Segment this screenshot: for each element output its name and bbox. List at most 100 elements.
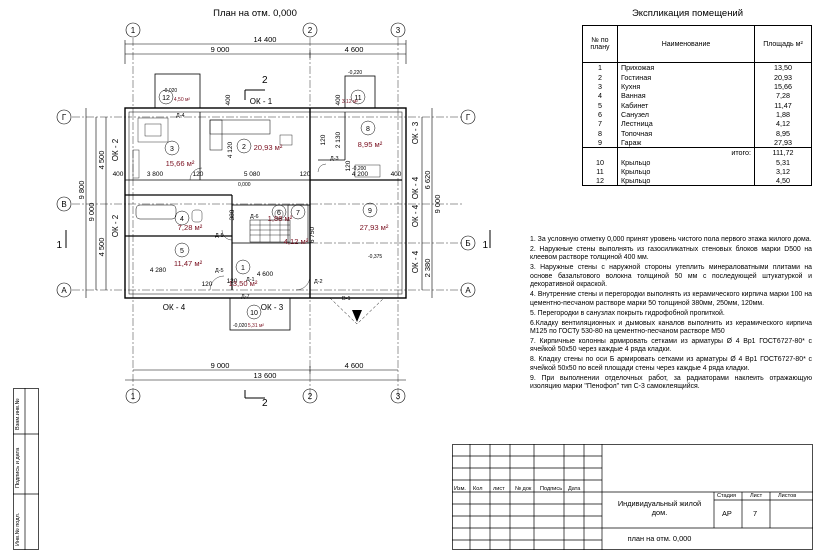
- window-label: ОК - 1: [250, 97, 273, 106]
- stamp-sheets-label: Листов: [778, 493, 797, 499]
- explication-title: Экспликация помещений: [631, 8, 744, 19]
- cell-area: 7,28: [754, 91, 812, 101]
- room-number: 8: [366, 126, 370, 133]
- cell-area: 3,12: [754, 166, 812, 177]
- window-label: ОК - 4: [411, 250, 420, 273]
- cell-area: 4,12: [754, 119, 812, 129]
- axis-bottom-label: 2: [308, 392, 313, 401]
- cell-area: 1,88: [754, 109, 812, 120]
- cell-area: 27,93: [754, 137, 812, 148]
- cell-area: 11,47: [754, 100, 812, 110]
- cell-name: Гараж: [617, 137, 755, 148]
- dim-inner: 3 800: [147, 171, 164, 178]
- dim-inner: 400: [113, 171, 124, 178]
- dim-left-4500: 4 500: [97, 151, 106, 170]
- axis-top-label: 1: [131, 26, 136, 35]
- dim-inner: 4 280: [150, 267, 167, 274]
- note-item: 4. Внутренние стены и перегородки выполн…: [530, 291, 812, 307]
- level-mark: -0,200: [352, 166, 366, 172]
- room-area: 1,88 м²: [268, 214, 293, 223]
- stamp-stage: АР: [722, 509, 732, 518]
- window-label: ОК - 4: [411, 204, 420, 227]
- stamp-sign: Подпись: [540, 486, 563, 492]
- room-area: 13,50 м²: [229, 279, 258, 288]
- level-mark: -0,375: [368, 254, 382, 260]
- door-label: Д-7: [241, 294, 250, 300]
- level-mark: 0,000: [238, 182, 251, 188]
- window-label: ОК - 4: [411, 176, 420, 199]
- col-name: Наименование: [617, 25, 755, 63]
- cell-area: 4,50: [754, 176, 812, 187]
- stamp-stage-label: Стадия: [717, 493, 737, 499]
- cell-name: Лестница: [617, 119, 755, 129]
- dim-inner: 120: [345, 160, 352, 171]
- stamp-drawing: план на отм. 0,000: [627, 534, 692, 543]
- note-item: 7. Кирпичные колонны армировать сетками …: [530, 338, 812, 354]
- window-label: ОК - 3: [261, 303, 284, 312]
- dim-top-9000: 9 000: [211, 45, 230, 54]
- dim-inner: 6 750: [309, 226, 316, 243]
- total-value: 111,72: [754, 147, 812, 158]
- window-label: ОК - 2: [111, 138, 120, 161]
- door-label: Д-1: [246, 277, 255, 283]
- notes-block: 1. За условную отметку 0,000 принят уров…: [530, 236, 812, 393]
- cell-no: 12: [582, 176, 618, 187]
- cell-name: Топочная: [617, 128, 755, 138]
- axis-right-label: Б: [465, 239, 470, 248]
- door-label: Д-6: [250, 214, 259, 220]
- section-mark: 1: [482, 240, 488, 251]
- door-label: Д-5: [215, 268, 224, 274]
- cell-name: Прихожая: [617, 62, 755, 73]
- side-sign-date: Подпись и дата: [15, 447, 21, 488]
- axis-left-label: В: [61, 200, 66, 209]
- cell-no: 7: [582, 119, 618, 129]
- total-label: итого:: [617, 147, 755, 158]
- col-no: № по плану: [582, 25, 618, 63]
- axis-right-label: А: [465, 286, 471, 295]
- dim-bottom-9000: 9 000: [211, 361, 230, 370]
- room-number: 5: [180, 248, 184, 255]
- side-strip: Взам.инв.№ Подпись и дата Инв.№ подл.: [13, 388, 39, 550]
- dim-inner: 4 200: [352, 171, 369, 178]
- cell-name: Крыльцо: [617, 157, 755, 167]
- level-mark: -0,020: [233, 323, 247, 329]
- room-area: 4,12 м²: [284, 237, 309, 246]
- room-number: 3: [170, 146, 174, 153]
- dim-bottom-total: 13 600: [254, 371, 277, 380]
- dim-right-9000: 9 000: [433, 195, 442, 214]
- dim-left-9000: 9 000: [87, 203, 96, 222]
- dim-inner: 400: [335, 94, 342, 105]
- axis-right-label: Г: [466, 113, 471, 122]
- window-label: ОК - 2: [111, 214, 120, 237]
- room-area: 4,50 м²: [174, 97, 191, 103]
- note-item: 3. Наружные стены с наружной стороны уте…: [530, 264, 812, 289]
- door-label: Д-5: [215, 233, 224, 239]
- room-area: 3,12 м²: [342, 99, 359, 105]
- cell-name: Кабинет: [617, 100, 755, 110]
- cell-no: 5: [582, 100, 618, 110]
- cell-no: 11: [582, 166, 618, 177]
- room-number: 12: [162, 95, 170, 102]
- dim-left-4500: 4 500: [97, 238, 106, 257]
- cell-no: 3: [582, 81, 618, 92]
- room-area: 7,28 м²: [178, 223, 203, 232]
- stamp-doc: № док: [515, 486, 532, 492]
- note-item: 9. При выполнении отделочных работ, за р…: [530, 374, 812, 391]
- room-area: 5,31 м²: [248, 323, 265, 329]
- cell-no: 2: [582, 72, 618, 82]
- dim-top-4600: 4 600: [345, 45, 364, 54]
- axis-bottom-label: 1: [131, 392, 136, 401]
- room-number: 10: [250, 310, 258, 317]
- room-area: 20,93 м²: [254, 143, 283, 152]
- dim-inner: 5 080: [244, 171, 261, 178]
- room-number: 4: [180, 216, 184, 223]
